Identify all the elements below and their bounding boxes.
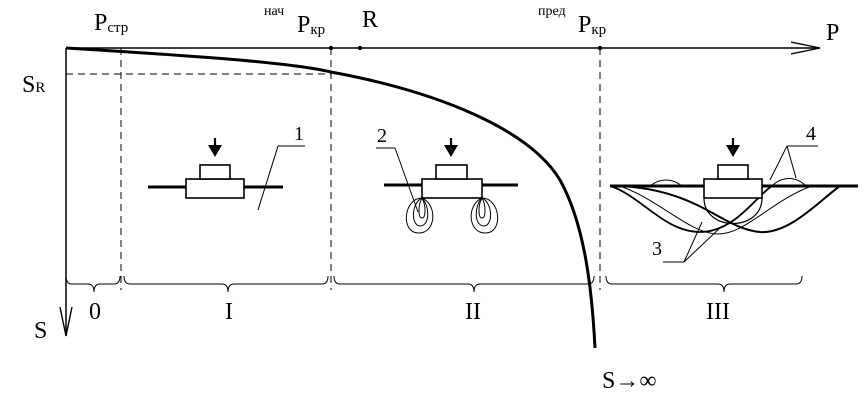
sr-main: S [22,72,35,98]
callout-lines-3 [663,221,723,263]
p-nach-label: Pкр [297,12,325,38]
guide-lines [66,48,601,290]
s-axis-label: S [34,318,47,344]
callout-line-2b [394,147,419,213]
foundation-stage-1 [148,138,283,199]
plastic-zone-left [405,196,434,234]
callout-line-1 [257,145,279,211]
sr-label: SR [22,72,45,98]
zone-label-0: 0 [89,299,101,325]
r-label: R [362,7,378,33]
callout-label-2: 2 [377,125,387,147]
p-nach-sup: нач [264,4,284,19]
zone-label-3: III [706,299,730,325]
zone-label-2: II [465,299,481,325]
p-pred-label: Pкр [578,12,606,38]
foundation-stage-2 [384,138,518,234]
settlement-curve [65,46,597,349]
p-nach-sub: кр [310,22,325,38]
p-str-label: Pстр [94,10,128,36]
p-axis-label: P [826,20,839,46]
plastic-zone-right [470,196,499,234]
callout-label-1: 1 [294,123,304,145]
sr-sub: R [35,80,45,96]
r-tick [357,45,363,51]
s-infinity-label: S→∞ [602,368,656,394]
p-str-main: P [94,10,107,36]
foundation-stage-3 [609,138,858,235]
p-nach-main: P [297,12,310,38]
p-pred-sub: кр [591,22,606,38]
zone-braces [65,275,803,293]
zone-label-1: I [225,299,233,325]
callout-label-4: 4 [806,123,816,145]
callout-label-3: 3 [652,238,662,260]
p-str-sub: стр [107,20,128,36]
callout-lines-4 [769,145,818,181]
p-pred-main: P [578,12,591,38]
p-pred-sup: пред [538,4,566,19]
